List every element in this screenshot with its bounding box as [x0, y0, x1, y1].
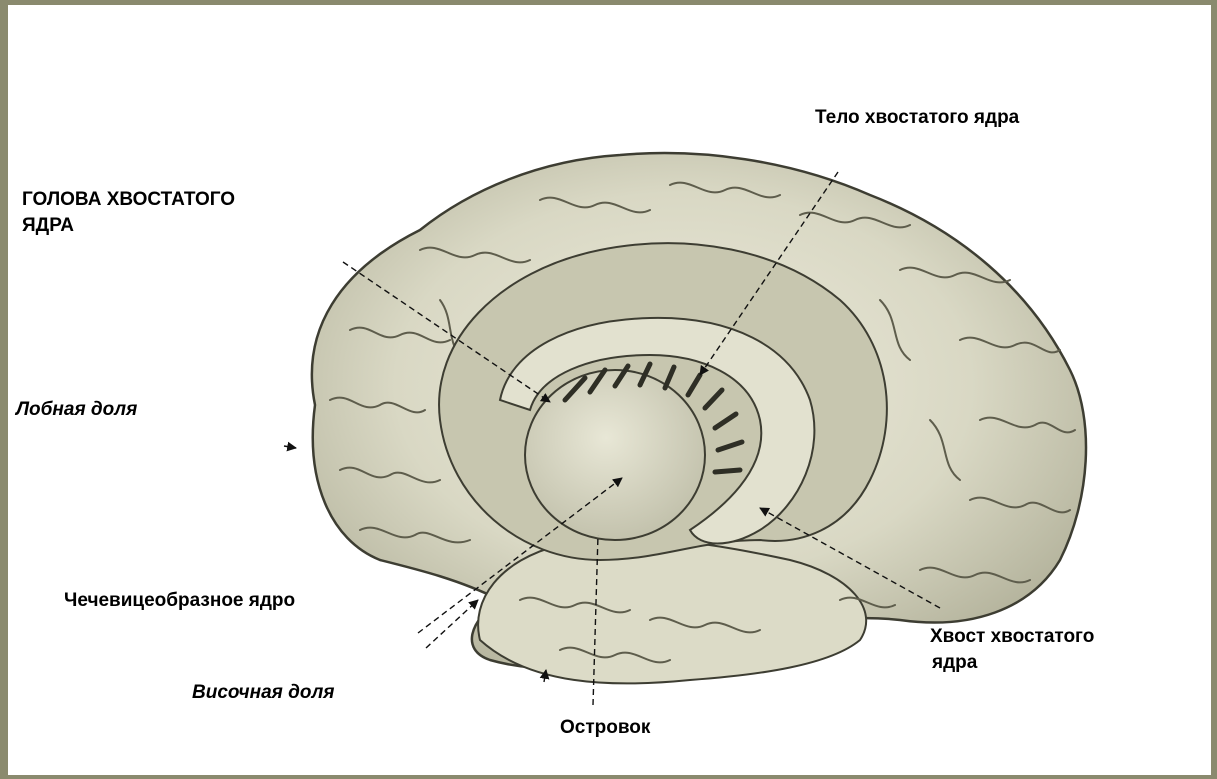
label-caudate-head-line2: ЯДРА	[22, 213, 235, 239]
label-lentiform-nucleus: Чечевицеобразное ядро	[64, 588, 295, 614]
label-caudate-tail-line2: ядра	[930, 650, 1094, 676]
lentiform-nucleus-shape	[525, 370, 705, 540]
label-caudate-tail-line1: Хвост хвостатого	[930, 624, 1094, 650]
label-temporal-lobe: Височная доля	[192, 680, 335, 706]
label-caudate-tail: Хвост хвостатого ядра	[930, 624, 1094, 676]
label-caudate-head-line1: ГОЛОВА ХВОСТАТОГО	[22, 187, 235, 213]
label-frontal-lobe: Лобная доля	[16, 397, 137, 423]
label-caudate-body: Тело хвостатого ядра	[815, 105, 1019, 131]
label-insula: Островок	[560, 715, 650, 741]
label-caudate-head: ГОЛОВА ХВОСТАТОГО ЯДРА	[22, 187, 235, 239]
